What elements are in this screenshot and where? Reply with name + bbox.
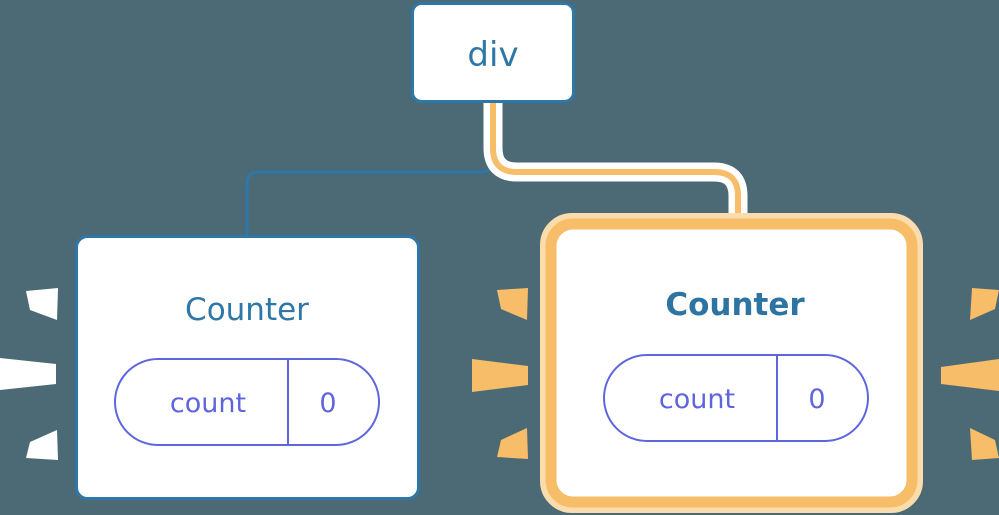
counter-left-label: Counter [185,292,309,328]
counter-left-pill-outline [114,358,380,446]
spark-middle-left-white [0,358,56,390]
counter-right-pill-outline [603,354,869,442]
spark-upper-left-orange [497,288,528,320]
edge-div-to-counter-right-path [490,103,741,245]
spark-middle-left-orange [472,359,528,392]
counter-node-left[interactable]: Counter count 0 [75,235,420,500]
spark-middle-right-orange [941,359,999,391]
div-node[interactable]: div [411,2,575,103]
counter-left-state-pill[interactable]: count 0 [114,358,380,446]
counter-left-state-key: count [170,388,246,419]
counter-right-sparks [472,288,999,460]
counter-right-label: Counter [665,287,805,323]
counter-right-state-pill[interactable]: count 0 [603,354,869,442]
spark-lower-left-white [26,430,58,460]
spark-lower-right-orange [970,428,999,460]
spark-upper-left-white [26,288,58,320]
spark-upper-right-orange [970,288,999,320]
div-node-label: div [467,35,518,75]
counter-node-right[interactable]: Counter count 0 [540,213,923,513]
counter-right-state-key: count [659,384,735,415]
spark-lower-left-orange [497,428,528,459]
counter-left-sparks [0,288,58,460]
div-node-box [411,2,575,103]
counter-left-state-value: 0 [319,388,336,419]
counter-right-state-value: 0 [808,384,825,415]
